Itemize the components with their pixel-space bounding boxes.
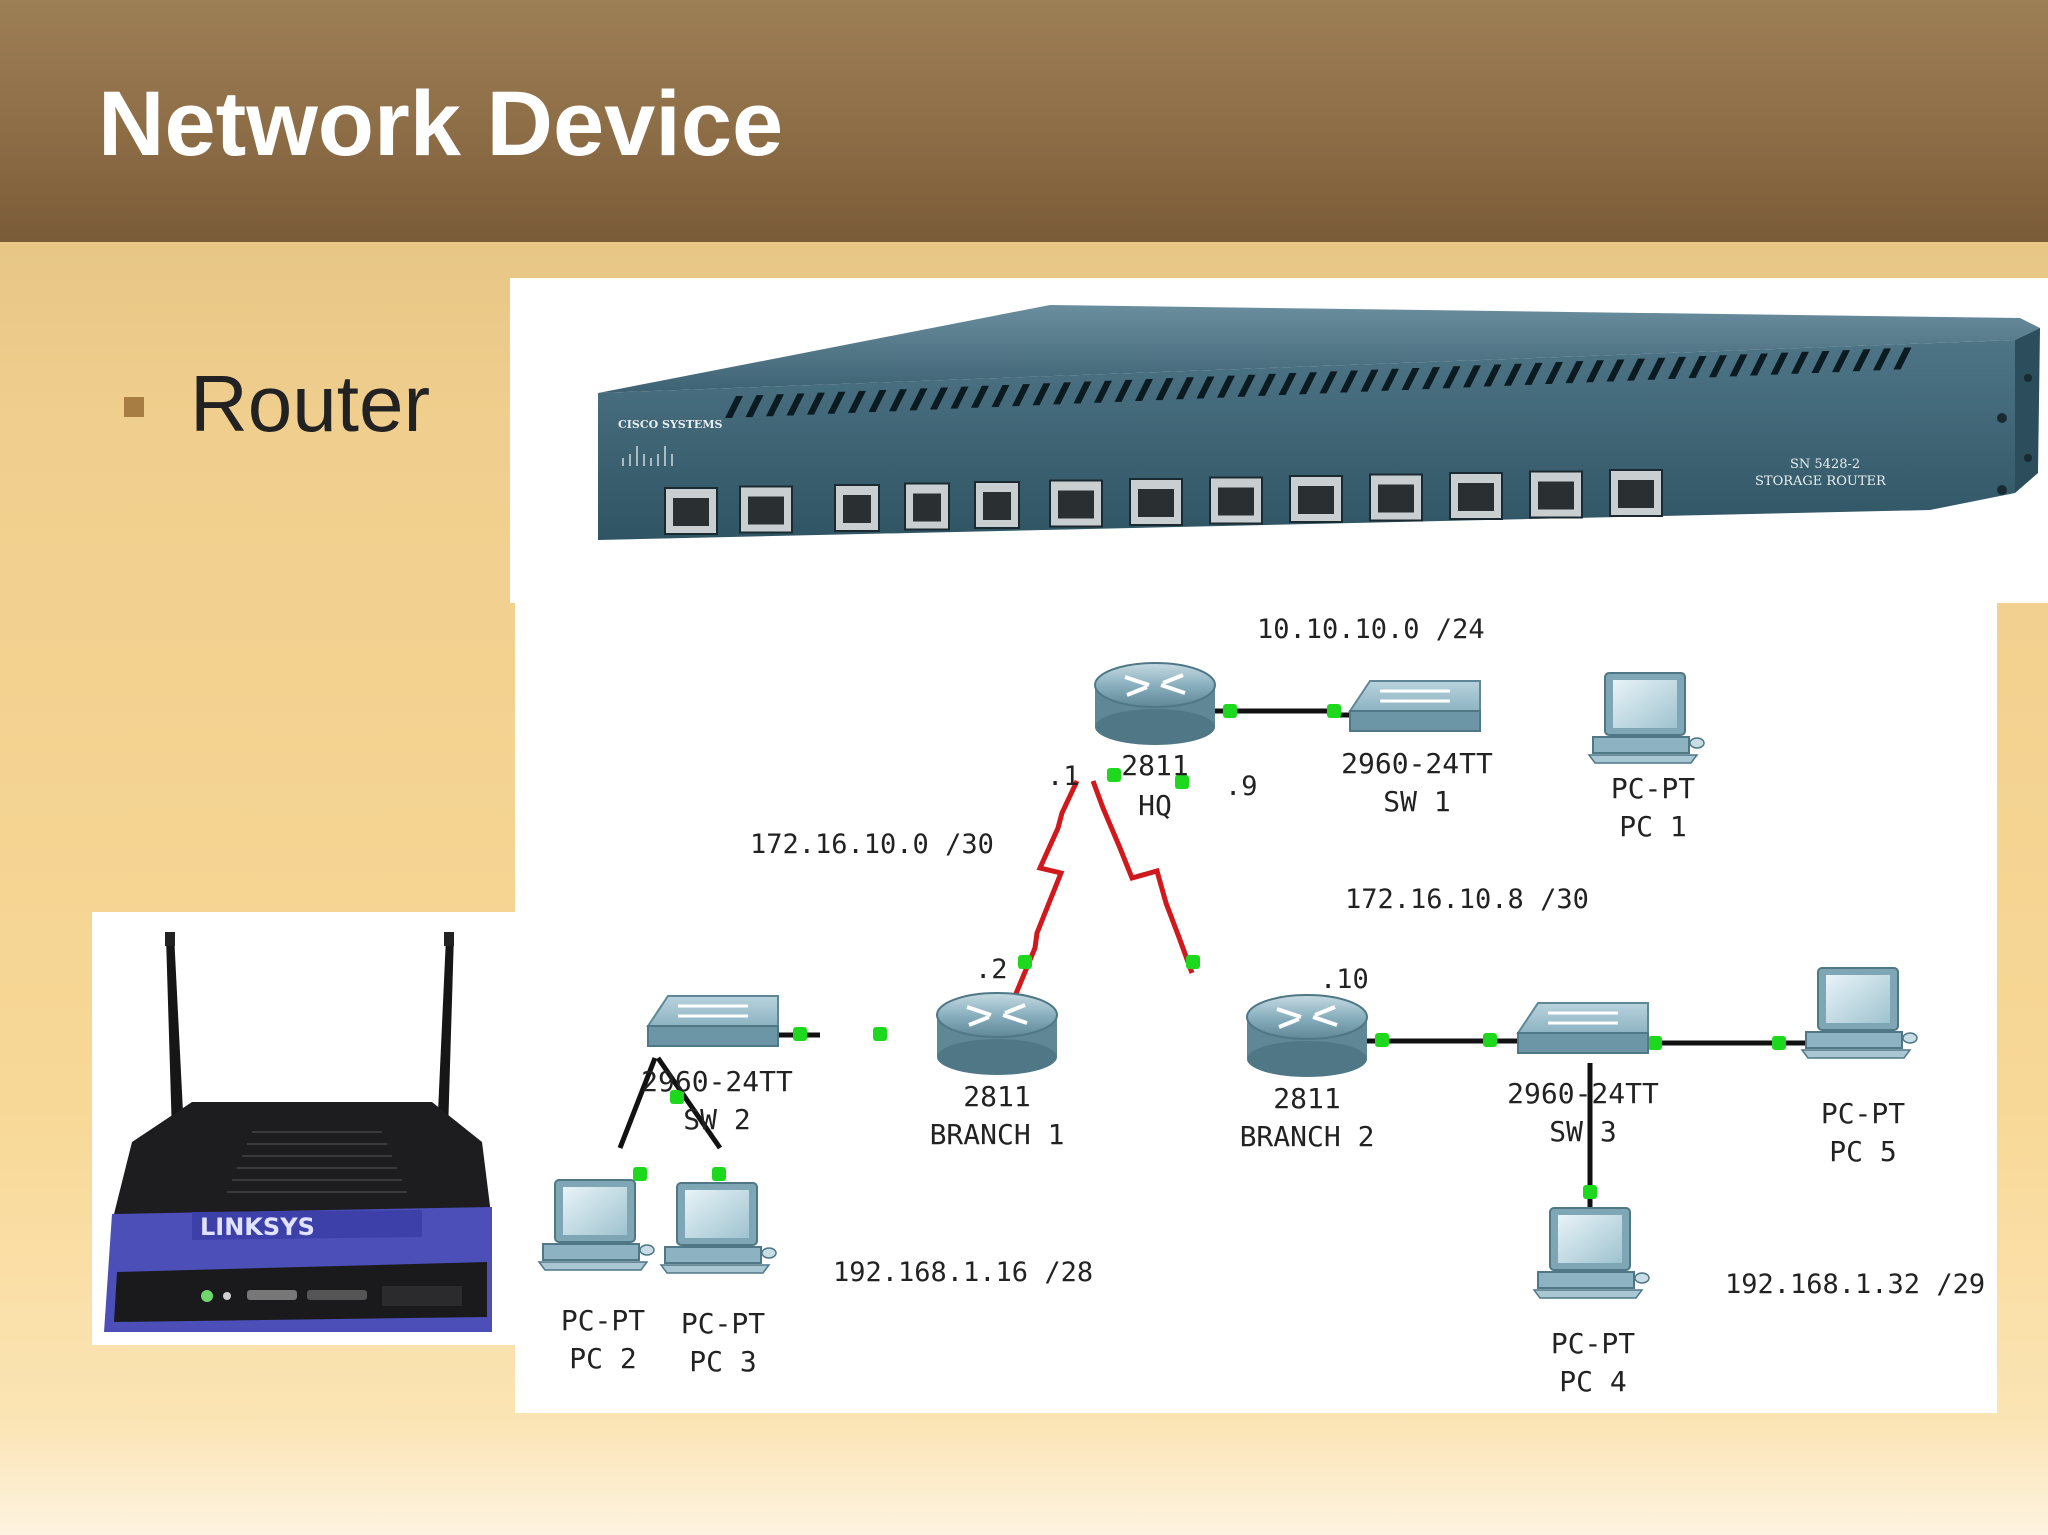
sw1-name-label: SW 1 (1383, 785, 1450, 818)
sw3-switch-icon (1516, 1002, 1649, 1054)
sw3-name-label: SW 3 (1549, 1115, 1616, 1148)
network-label-branch1-lan: 192.168.1.16 /28 (833, 1257, 1093, 1288)
sw3-model-label: 2960-24TT (1507, 1077, 1659, 1110)
address-label-hq-wan1: .1 (1047, 761, 1080, 792)
serial-link-hq-branch2 (1090, 780, 1195, 974)
pc3-icon (659, 1182, 777, 1274)
pc4-name-label: PC 4 (1559, 1365, 1626, 1398)
hq-router-icon (1094, 662, 1216, 745)
address-label-branch2-wan: .10 (1320, 964, 1369, 995)
linksys-brand: LINKSYS (200, 1213, 315, 1241)
pc1-icon (1587, 672, 1705, 764)
sw2-switch-icon (646, 995, 779, 1047)
branch2-name-label: BRANCH 2 (1240, 1120, 1375, 1153)
network-topology-diagram: 2811 HQ 2960-24TT SW 1 PC-PT PC 1 2811 B… (515, 603, 1997, 1413)
linksys-router-photo: LINKSYS (92, 912, 522, 1345)
topology-canvas: 2811 HQ 2960-24TT SW 1 PC-PT PC 1 2811 B… (537, 614, 1985, 1398)
hq-model-label: 2811 (1121, 749, 1188, 782)
branch1-name-label: BRANCH 1 (930, 1118, 1065, 1151)
pc1-name-label: PC 1 (1619, 810, 1686, 843)
serial-link-hq-branch1 (1012, 779, 1080, 997)
link-sw2-pc3 (655, 1056, 723, 1150)
pc5-name-label: PC 5 (1829, 1135, 1896, 1168)
title-bar: Network Device (0, 0, 2048, 242)
address-label-hq-wan2: .9 (1225, 771, 1258, 802)
linksys-router-illustration: LINKSYS (104, 932, 492, 1332)
serial-links (1012, 779, 1195, 997)
rack-router-brand: CISCO SYSTEMS (618, 418, 722, 431)
branch2-model-label: 2811 (1273, 1082, 1340, 1115)
sw2-model-label: 2960-24TT (641, 1065, 793, 1098)
link-sw2-pc2 (617, 1057, 658, 1149)
sw1-model-label: 2960-24TT (1341, 747, 1493, 780)
rack-router-model: SN 5428-2 (1790, 457, 1860, 472)
rack-router-model-desc: STORAGE ROUTER (1755, 474, 1887, 489)
sw1-switch-icon (1348, 680, 1481, 732)
pc2-icon (537, 1179, 655, 1271)
bullet-marker (124, 397, 144, 417)
branch1-model-label: 2811 (963, 1080, 1030, 1113)
pc4-icon (1532, 1207, 1650, 1299)
sw2-name-label: SW 2 (683, 1103, 750, 1136)
branch1-router-icon (936, 992, 1058, 1075)
network-label-wan1: 172.16.10.0 /30 (750, 829, 994, 860)
address-label-branch1-wan: .2 (975, 954, 1008, 985)
pc2-model-label: PC-PT (561, 1304, 645, 1337)
branch2-router-icon (1246, 994, 1368, 1077)
pc5-icon (1800, 967, 1918, 1059)
pc3-model-label: PC-PT (681, 1307, 765, 1340)
rack-router-illustration: CISCO SYSTEMS SN 5428-2 STORAGE ROUTER (598, 305, 2040, 540)
pc4-model-label: PC-PT (1551, 1327, 1635, 1360)
pc1-model-label: PC-PT (1611, 772, 1695, 805)
bullet-router: Router (190, 359, 431, 448)
pc3-name-label: PC 3 (689, 1345, 756, 1378)
network-label-hq-lan: 10.10.10.0 /24 (1257, 614, 1485, 645)
pc2-name-label: PC 2 (569, 1342, 636, 1375)
rack-router-photo: CISCO SYSTEMS SN 5428-2 STORAGE ROUTER (510, 278, 2048, 603)
hq-name-label: HQ (1138, 789, 1172, 822)
network-label-branch2-lan: 192.168.1.32 /29 (1725, 1269, 1985, 1300)
slide-title: Network Device (98, 73, 784, 175)
pc5-model-label: PC-PT (1821, 1097, 1905, 1130)
network-label-wan2: 172.16.10.8 /30 (1345, 884, 1589, 915)
